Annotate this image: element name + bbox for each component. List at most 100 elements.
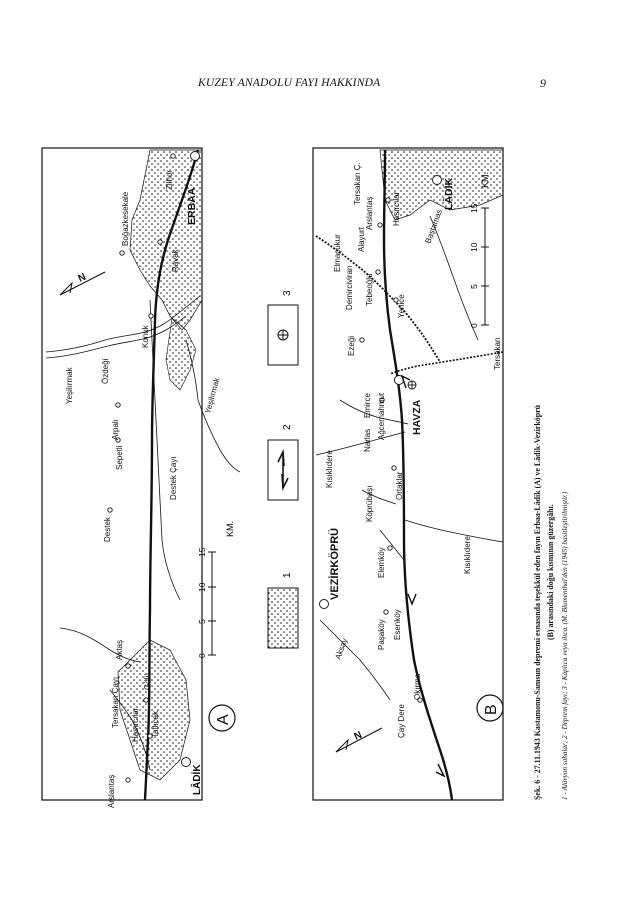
label-hasircilar-a: Hasırcılar bbox=[131, 707, 140, 742]
label-tebeoglu: Tebeoğlu bbox=[365, 274, 374, 306]
label-destek-cayi: Destek Çayı bbox=[169, 456, 178, 500]
map-b-fault-arrows-icon bbox=[400, 374, 446, 778]
label-zilhor: Zilhor bbox=[165, 170, 174, 190]
figure-caption: Şek. 6 - 27.11.1943 Kastamonu-Samsun dep… bbox=[533, 404, 569, 800]
legend-num-3: 3 bbox=[282, 290, 293, 296]
map-a-river-destek-cayi bbox=[149, 299, 181, 601]
label-demirciviran: Demirciviran bbox=[345, 266, 354, 310]
agcemahmut-marker bbox=[379, 397, 385, 403]
legend-fault-arrows-icon bbox=[277, 449, 289, 491]
caption-line-2: (B) arasındaki doğu kısmının güzergâhı. bbox=[546, 504, 555, 640]
legend-num-2: 2 bbox=[282, 424, 293, 430]
label-aktas: Aktaş bbox=[115, 640, 124, 660]
tatlicak-marker bbox=[147, 733, 153, 739]
caption-line-3: 1 - Alüvyon sahalar; 2 - Deprem fayı; 3 … bbox=[561, 491, 569, 800]
label-elemkoy: Elemköy bbox=[377, 547, 386, 578]
map-a-river-yesilirmak-2 bbox=[45, 315, 187, 359]
label-yenice: Yenice bbox=[397, 294, 406, 318]
label-bastamas: Baştamas bbox=[423, 208, 444, 245]
label-yesilirmak-upper: Yeşilırmak bbox=[65, 366, 74, 404]
label-ortaklar: Ortaklar bbox=[395, 471, 404, 500]
svg-text:N: N bbox=[77, 272, 88, 285]
okirma-marker bbox=[417, 697, 423, 703]
ortaklar-marker bbox=[391, 465, 397, 471]
map-b-river-aksay bbox=[319, 619, 391, 701]
map-b-frame bbox=[312, 147, 504, 801]
label-esenkoy: Esenköy bbox=[393, 609, 402, 640]
ladik-a-marker bbox=[181, 757, 191, 767]
scale-b-tick-0: 0 bbox=[469, 323, 479, 328]
map-b-river-kisiklidere-upper bbox=[315, 431, 406, 456]
scale-a-unit: KM. bbox=[225, 521, 235, 537]
map-b: LÂDİK Tersakan Ç. Hasırcılar Arslantaş A… bbox=[312, 147, 504, 801]
label-arslantas-b: Arslantaş bbox=[365, 197, 374, 230]
label-agcemahmut: Ağcemahmut bbox=[377, 392, 386, 440]
label-ravak: Ravak bbox=[171, 248, 180, 272]
map-a-river-tersakan bbox=[109, 689, 151, 771]
legend-spa-icon bbox=[277, 329, 289, 341]
caption-line-1: Şek. 6 - 27.11.1943 Kastamonu-Samsun dep… bbox=[533, 404, 542, 800]
arslantas-a-marker bbox=[125, 777, 131, 783]
label-havza: HAVZA bbox=[411, 399, 423, 435]
scale-b-tick-15: 15 bbox=[469, 203, 479, 213]
label-erbaa: ERBAA bbox=[186, 187, 198, 225]
label-konuk: Konuk bbox=[141, 324, 150, 348]
label-arpali: Arpalı bbox=[111, 419, 120, 440]
running-title: KUZEY ANADOLU FAYI HAKKINDA bbox=[198, 77, 381, 89]
label-destek: Destek bbox=[103, 516, 112, 542]
label-tersakan-lower: Tersakan bbox=[493, 338, 502, 370]
map-a-frame bbox=[41, 147, 203, 801]
label-tersakan-cayi: Tersakan Çayı bbox=[111, 677, 120, 728]
legend-alluvium-box bbox=[267, 587, 299, 649]
map-b-river-elemkoy bbox=[379, 529, 405, 561]
alayurt-marker bbox=[377, 222, 383, 228]
page-header: KUZEY ANADOLU FAYI HAKKINDA 9 bbox=[0, 72, 638, 92]
tebeoglu-marker bbox=[375, 269, 381, 275]
label-ladik-b: LÂDİK bbox=[442, 178, 455, 210]
map-a-fault-line bbox=[143, 149, 200, 801]
map-a-river-yesilirmak-south bbox=[185, 339, 241, 473]
destek-marker bbox=[107, 507, 113, 513]
label-pasakoy: Paşaköy bbox=[377, 619, 386, 650]
map-a-river-aktas bbox=[59, 627, 141, 663]
ravak-marker bbox=[157, 239, 163, 245]
label-kisikli-dere-upper: Kısıklıdere bbox=[325, 450, 334, 488]
pasakoy-marker bbox=[383, 609, 389, 615]
map-a-letter: A bbox=[215, 714, 232, 725]
map-b-river-tersakan bbox=[389, 351, 504, 375]
map-a-alluvium-yesilirmak bbox=[165, 317, 197, 391]
bogazkesekale-marker bbox=[119, 250, 125, 256]
scale-b-tick-10: 10 bbox=[469, 242, 479, 252]
label-elmacukur: Elmaçukur bbox=[333, 234, 342, 272]
zilhor-marker bbox=[170, 153, 176, 159]
ezegi-marker bbox=[359, 337, 365, 343]
label-kisikli-dere-lower: Kısıklıdere bbox=[463, 536, 472, 574]
page-number: 9 bbox=[540, 76, 546, 90]
label-narlas: Narlas bbox=[363, 429, 372, 452]
label-vezirkopru: VEZİRKÖPRÜ bbox=[328, 528, 341, 600]
map-b-river-emirce bbox=[339, 399, 409, 425]
label-ozdegi: Özdeği bbox=[101, 358, 110, 384]
label-tatlicak-gol: Gölü bbox=[143, 673, 152, 690]
scale-a-tick-10: 10 bbox=[197, 582, 207, 592]
map-b-river-koprubasi bbox=[361, 489, 397, 505]
map-a-scale: 0 5 10 15 KM. bbox=[197, 521, 235, 658]
vezirkopru-marker bbox=[319, 599, 329, 609]
map-b-north-arrow-icon: N bbox=[335, 727, 383, 753]
label-hasircilar-b: Hasırcılar bbox=[392, 191, 401, 226]
label-ezegi: Ezeği bbox=[347, 336, 356, 356]
elemkoy-marker bbox=[387, 545, 393, 551]
sepetli-marker bbox=[115, 437, 121, 443]
legend: 1 2 3 bbox=[267, 290, 299, 649]
label-koprubasi: Köprübaşı bbox=[365, 486, 374, 522]
label-alayurt: Alayurt bbox=[357, 226, 366, 252]
scale-a-tick-0: 0 bbox=[197, 653, 207, 658]
map-b-letter: B bbox=[483, 704, 500, 715]
label-tersakan-c: Tersakan Ç. bbox=[353, 162, 362, 205]
map-a-river-yesilirmak bbox=[45, 295, 201, 353]
map-a-north-arrow-icon: N bbox=[59, 271, 106, 296]
map-b-scale: 0 5 10 15 KM. bbox=[469, 172, 490, 328]
ladik-b-marker bbox=[432, 175, 442, 185]
svg-text:N: N bbox=[353, 730, 364, 743]
